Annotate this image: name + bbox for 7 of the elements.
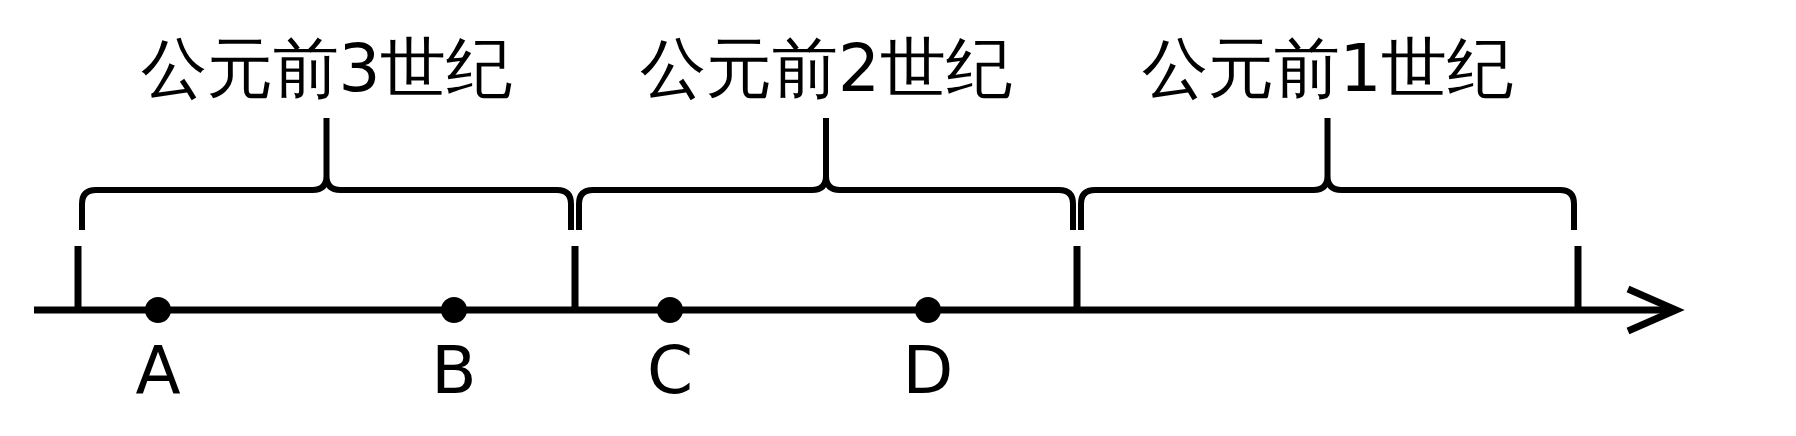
point-label: A [135,338,181,404]
point-label: D [902,338,954,404]
century-label: 公元前2世纪 [640,36,1012,102]
point-label: B [431,338,477,404]
century-label: 公元前3世纪 [140,36,513,102]
century-label: 公元前1世纪 [1141,36,1514,102]
point-label: C [646,338,694,404]
